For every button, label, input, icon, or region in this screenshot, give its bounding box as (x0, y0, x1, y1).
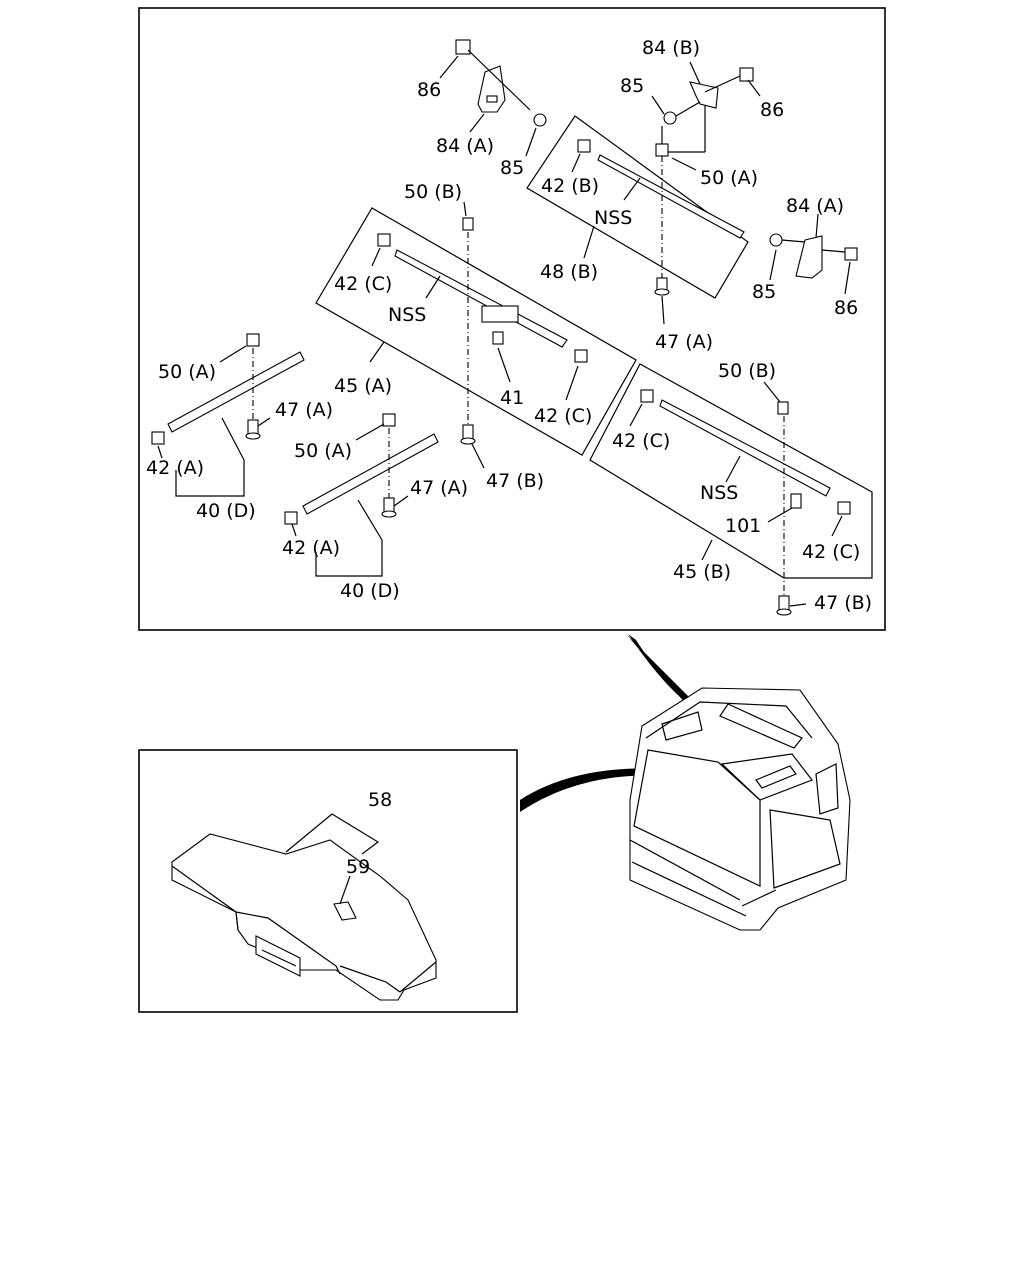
label-45a: 45 (A) (334, 375, 392, 397)
rail-45b (640, 389, 851, 515)
rail-40d-left (151, 333, 305, 445)
upper-diagram-frame (138, 7, 886, 631)
bracket-40d-left (175, 417, 245, 497)
label-50a: 50 (A) (294, 440, 352, 462)
leader-59 (339, 875, 351, 905)
label-47b: 47 (B) (486, 470, 544, 492)
box-45a (315, 207, 637, 456)
leader-lines (157, 55, 851, 607)
label-42a: 42 (A) (282, 537, 340, 559)
label-47a: 47 (A) (655, 331, 713, 353)
box-45b (589, 363, 873, 579)
label-42c: 42 (C) (612, 430, 670, 452)
label-48b: 48 (B) (540, 261, 598, 283)
label-42c: 42 (C) (534, 405, 592, 427)
label-50a: 50 (A) (158, 361, 216, 383)
label-nss: NSS (594, 207, 632, 229)
label-50a: 50 (A) (700, 167, 758, 189)
callout-arrow-lower (520, 768, 708, 812)
label-nss: NSS (388, 304, 426, 326)
bracket-84a-right (769, 233, 858, 279)
screw-47b-mid (460, 424, 476, 445)
label-86: 86 (834, 297, 858, 319)
label-85: 85 (620, 75, 644, 97)
label-41: 41 (500, 387, 524, 409)
callout-arrow-upper-body (628, 634, 688, 704)
label-84a: 84 (A) (436, 135, 494, 157)
screw-47a-top (654, 277, 670, 296)
label-84b: 84 (B) (642, 37, 700, 59)
label-85: 85 (752, 281, 776, 303)
part-labels: 86 84 (B) 85 86 84 (A) 85 50 (A) 42 (B) … (146, 37, 872, 878)
rail-48b (577, 139, 745, 239)
label-42a: 42 (A) (146, 457, 204, 479)
bracket-40d-mid (315, 499, 383, 577)
screw-47b-right (776, 595, 792, 616)
box-48b (526, 115, 749, 299)
rail-45a (377, 217, 588, 363)
label-47b: 47 (B) (814, 592, 872, 614)
bracket-58 (285, 813, 380, 855)
label-42c: 42 (C) (334, 273, 392, 295)
label-101: 101 (725, 515, 761, 537)
label-86: 86 (417, 79, 441, 101)
label-45b: 45 (B) (673, 561, 731, 583)
label-nss: NSS (700, 482, 738, 504)
label-40d: 40 (D) (196, 500, 256, 522)
label-86: 86 (760, 99, 784, 121)
bracket-84a-top (455, 39, 547, 127)
truck-cab-illustration (629, 687, 851, 931)
part-58-cover (171, 833, 437, 1001)
label-50b: 50 (B) (718, 360, 776, 382)
label-58: 58 (368, 789, 392, 811)
label-85: 85 (500, 157, 524, 179)
label-84a: 84 (A) (786, 195, 844, 217)
lower-diagram-frame (138, 749, 518, 1013)
label-59: 59 (346, 856, 370, 878)
rail-40d-mid (284, 413, 439, 525)
label-47a: 47 (A) (410, 477, 468, 499)
label-50b: 50 (B) (404, 181, 462, 203)
label-42b: 42 (B) (541, 175, 599, 197)
label-40d: 40 (D) (340, 580, 400, 602)
label-42c: 42 (C) (802, 541, 860, 563)
label-47a: 47 (A) (275, 399, 333, 421)
bracket-84b (661, 67, 754, 153)
